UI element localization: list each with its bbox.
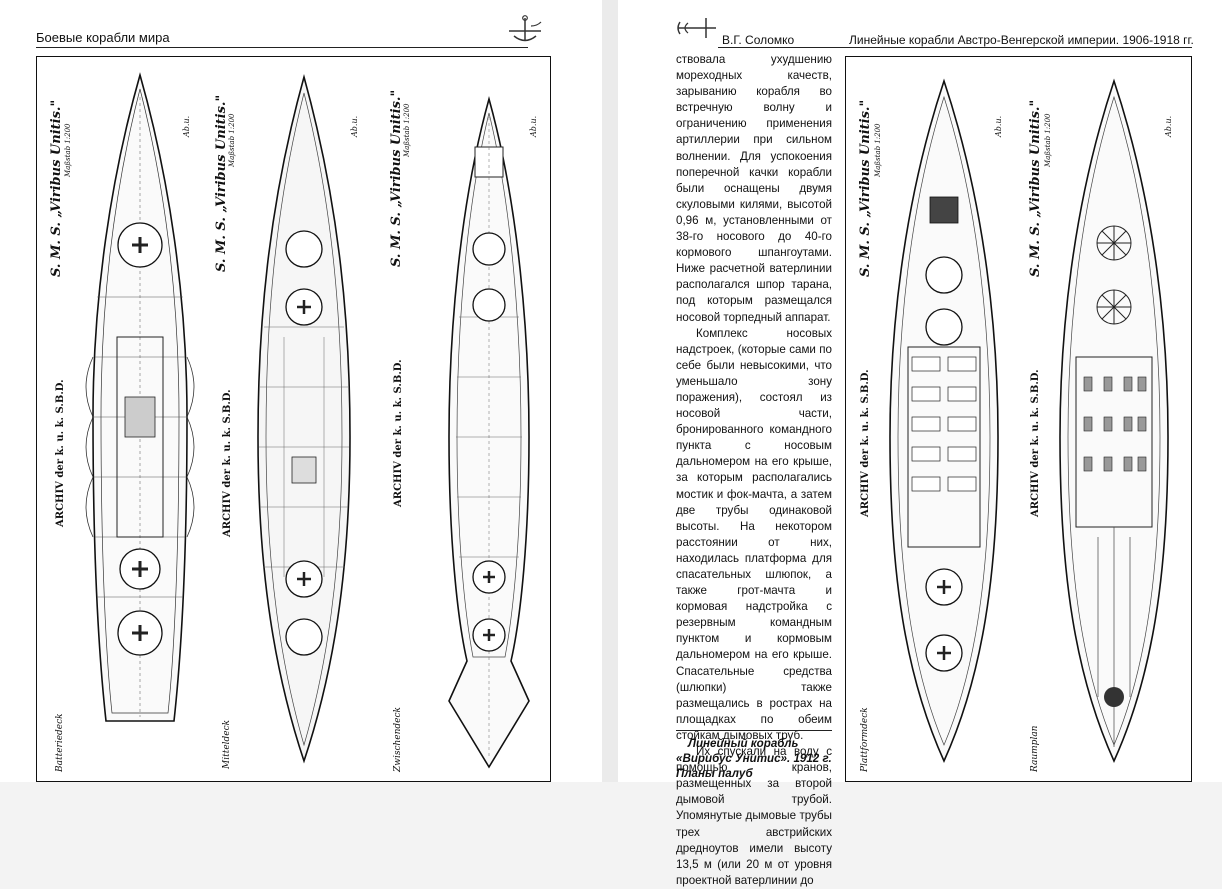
deck-plan-zwischendeck: S. M. S. „Viribus Unitis." Maßstab 1:200… bbox=[379, 57, 550, 781]
plan-title: S. M. S. „Viribus Unitis." bbox=[214, 94, 229, 272]
archiv-stamp: ARCHIV der k. u. k. S.B.D. bbox=[222, 389, 233, 537]
deck-plan-mitteldeck: S. M. S. „Viribus Unitis." Maßstab 1:200… bbox=[208, 57, 379, 781]
anchor-ornament-icon bbox=[509, 15, 542, 42]
figure-caption: Линейный корабль «Вирибус Унитис». 1912 … bbox=[676, 737, 832, 780]
signature: Ab.u. bbox=[350, 115, 359, 137]
deck-plans-frame-right: S. M. S. „Viribus Unitis." Maßstab 1:200… bbox=[845, 56, 1192, 782]
anchor-ornament-icon bbox=[677, 18, 716, 38]
paragraph: ствовала ухудшению мореходных качеств, з… bbox=[676, 53, 832, 324]
deck-label: Mitteldeck bbox=[222, 719, 232, 769]
deck-label: Plattformdeck bbox=[860, 707, 870, 772]
deck-plans-frame-left: S. M. S. „Viribus Unitis." Maßstab 1:200… bbox=[36, 56, 551, 782]
plan-scale: Maßstab 1:200 bbox=[64, 123, 72, 177]
hull-drawing-zwischendeck bbox=[448, 96, 530, 769]
deck-label: Batteriedeck bbox=[55, 713, 65, 772]
deck-label: Zwischendeck bbox=[393, 707, 403, 772]
caption-rule bbox=[676, 730, 832, 731]
plan-title: S. M. S. „Viribus Unitis." bbox=[389, 89, 404, 267]
signature: Ab.u. bbox=[994, 115, 1003, 137]
hull-drawing-batteriedeck bbox=[85, 72, 195, 722]
signature: Ab.u. bbox=[529, 115, 538, 137]
running-header-author: В.Г. Соломко bbox=[722, 33, 795, 47]
archiv-stamp: ARCHIV der k. u. k. S.B.D. bbox=[1030, 369, 1041, 517]
header-rule bbox=[36, 47, 528, 48]
plan-title: S. M. S. „Viribus Unitis." bbox=[858, 99, 873, 277]
hull-drawing-raumplan bbox=[1059, 78, 1169, 763]
hull-drawing-plattformdeck bbox=[889, 78, 999, 763]
header-rule bbox=[718, 47, 1192, 48]
page-gutter bbox=[602, 0, 618, 782]
plan-scale: Maßstab 1:200 bbox=[1044, 113, 1052, 167]
deck-plan-raumplan: S. M. S. „Viribus Unitis." Maßstab 1:200… bbox=[1018, 57, 1190, 781]
signature: Ab.u. bbox=[1164, 115, 1173, 137]
archiv-stamp: ARCHIV der k. u. k. S.B.D. bbox=[393, 359, 404, 507]
hull-drawing-mitteldeck bbox=[257, 74, 351, 764]
plan-scale: Maßstab 1:200 bbox=[403, 103, 411, 157]
archiv-stamp: ARCHIV der k. u. k. S.B.D. bbox=[55, 379, 66, 527]
paragraph: Комплекс носовых надстроек, (которые сам… bbox=[676, 326, 832, 742]
archiv-stamp: ARCHIV der k. u. k. S.B.D. bbox=[860, 369, 871, 517]
deck-plan-plattformdeck: S. M. S. „Viribus Unitis." Maßstab 1:200… bbox=[846, 57, 1018, 781]
running-header-left: Боевые корабли мира bbox=[36, 30, 170, 45]
deck-label: Raumplan bbox=[1030, 725, 1040, 772]
deck-plan-batteriedeck: S. M. S. „Viribus Unitis." Maßstab 1:200… bbox=[37, 57, 208, 781]
running-header-book-title: Линейные корабли Австро-Венгерской импер… bbox=[849, 33, 1194, 47]
left-page: Боевые корабли мира bbox=[0, 0, 602, 782]
plan-title: S. M. S. „Viribus Unitis." bbox=[49, 99, 64, 277]
plan-title: S. M. S. „Viribus Unitis." bbox=[1028, 99, 1043, 277]
signature: Ab.u. bbox=[182, 115, 191, 137]
plan-scale: Maßstab 1:200 bbox=[228, 113, 236, 167]
plan-scale: Maßstab 1:200 bbox=[874, 123, 882, 177]
